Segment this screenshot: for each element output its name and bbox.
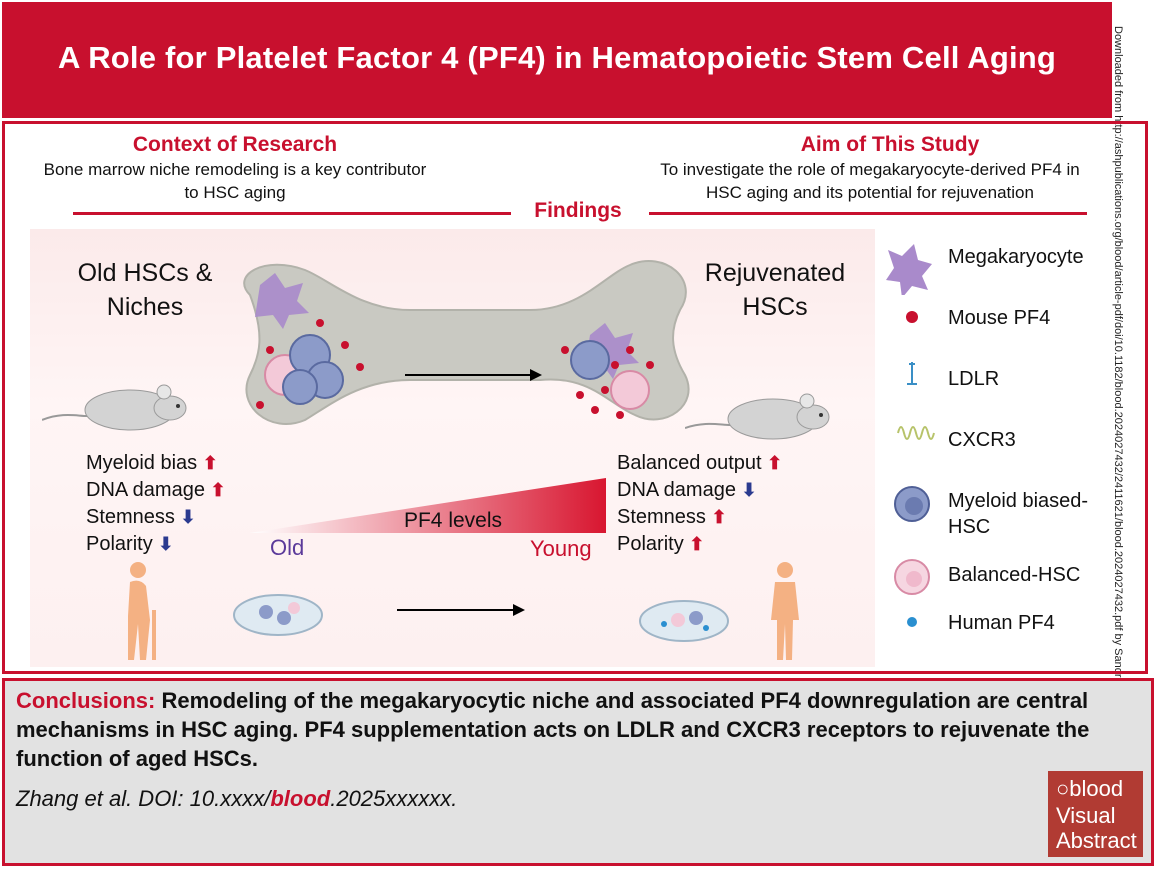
arrow-down-icon: ⬇ bbox=[741, 480, 757, 500]
conclusions-heading: Conclusions: bbox=[16, 688, 156, 713]
arrow-up-icon: ⬆ bbox=[202, 453, 218, 473]
findings-heading: Findings bbox=[534, 199, 622, 222]
citation-journal: blood bbox=[270, 786, 331, 811]
legend-mouse-pf4: Mouse PF4 bbox=[948, 307, 1051, 329]
findings-rule-right bbox=[649, 212, 1087, 215]
pf4-gradient-wedge bbox=[250, 478, 606, 533]
mouse-pf4-icon bbox=[906, 311, 918, 323]
gradient-young-label: Young bbox=[530, 536, 592, 561]
human-pf4-icon bbox=[907, 617, 917, 627]
old-panel-title-1: Old HSCs & bbox=[77, 259, 213, 287]
logo-line-1: blood bbox=[1069, 776, 1124, 801]
conclusions-box bbox=[2, 678, 1154, 866]
old-row-polarity: Polarity ⬇ bbox=[86, 533, 174, 555]
myeloid-hsc-icon bbox=[894, 486, 930, 522]
legend-myeloid-hsc-1: Myeloid biased- bbox=[948, 490, 1089, 512]
citation: Zhang et al. DOI: 10.xxxx/blood.2025xxxx… bbox=[16, 786, 457, 812]
legend-myeloid-hsc-2: HSC bbox=[948, 516, 991, 538]
young-mouse-illustration bbox=[685, 393, 830, 440]
old-niche-cells bbox=[255, 273, 364, 409]
aim-line-2: HSC aging and its potential for rejuvena… bbox=[706, 183, 1034, 202]
pf4-levels-label: PF4 levels bbox=[403, 509, 503, 532]
arrow-up-icon: ⬆ bbox=[689, 534, 705, 554]
legend-human-pf4: Human PF4 bbox=[948, 612, 1055, 634]
conclusions-paragraph: Conclusions: Remodeling of the megakaryo… bbox=[16, 686, 1126, 773]
findings-rule-left bbox=[73, 212, 511, 215]
context-line-2: to HSC aging bbox=[184, 183, 286, 202]
old-human-icon bbox=[128, 562, 156, 660]
legend: Megakaryocyte Mouse PF4 LDLR CXCR3 Myelo… bbox=[880, 232, 1110, 662]
blood-logo-drop-icon: ○ bbox=[1056, 776, 1070, 801]
old-row-myeloid-bias: Myeloid bias ⬆ bbox=[86, 452, 218, 474]
old-phenotype-list: Myeloid bias ⬆ DNA damage ⬆ Stemness ⬇ P… bbox=[86, 450, 266, 558]
context-line-1: Bone marrow niche remodeling is a key co… bbox=[43, 160, 427, 179]
arrow-up-icon: ⬆ bbox=[767, 453, 783, 473]
download-watermark-text: Downloaded from http://ashpublications.o… bbox=[1112, 26, 1124, 816]
old-row-stemness: Stemness ⬇ bbox=[86, 506, 196, 528]
legend-megakaryocyte: Megakaryocyte bbox=[948, 246, 1084, 268]
young-niche-cells bbox=[561, 323, 654, 419]
title-banner bbox=[2, 2, 1112, 118]
cxcr3-icon bbox=[897, 426, 935, 440]
old-culture-dish-icon bbox=[233, 594, 323, 636]
download-watermark: Downloaded from http://ashpublications.o… bbox=[1112, 26, 1134, 856]
findings-frame bbox=[2, 121, 1148, 674]
young-panel-title-2: HSCs bbox=[742, 293, 808, 321]
legend-ldlr: LDLR bbox=[948, 368, 1000, 390]
arrow-up-icon: ⬆ bbox=[711, 507, 727, 527]
dish-transition-arrow bbox=[397, 604, 525, 616]
citation-prefix: Zhang et al. DOI: 10.xxxx/ bbox=[16, 786, 271, 811]
old-mouse-illustration bbox=[42, 384, 187, 431]
bone-illustration bbox=[243, 260, 690, 425]
arrow-up-icon: ⬆ bbox=[210, 480, 226, 500]
young-row-dna-damage: DNA damage ⬇ bbox=[617, 479, 757, 501]
young-row-balanced-output: Balanced output ⬆ bbox=[617, 452, 783, 474]
aim-line-1: To investigate the role of megakaryocyte… bbox=[660, 160, 1080, 179]
gradient-old-label: Old bbox=[270, 535, 305, 560]
legend-balanced-hsc: Balanced-HSC bbox=[948, 564, 1081, 586]
old-row-dna-damage: DNA damage ⬆ bbox=[86, 479, 226, 501]
young-row-stemness: Stemness ⬆ bbox=[617, 506, 727, 528]
megakaryocyte-icon bbox=[886, 244, 932, 295]
balanced-hsc-icon bbox=[894, 559, 930, 595]
legend-cxcr3: CXCR3 bbox=[948, 429, 1016, 451]
young-panel-title-1: Rejuvenated bbox=[704, 259, 846, 287]
young-phenotype-list: Balanced output ⬆ DNA damage ⬇ Stemness … bbox=[617, 450, 837, 558]
aim-heading: Aim of This Study bbox=[800, 133, 980, 156]
conclusions-body: Remodeling of the megakaryocytic niche a… bbox=[16, 688, 1090, 771]
old-panel-title-2: Niches bbox=[106, 293, 184, 321]
findings-illustration-panel bbox=[30, 229, 875, 667]
logo-line-2: Visual bbox=[1056, 803, 1116, 828]
young-row-polarity: Polarity ⬆ bbox=[617, 533, 705, 555]
bone-transition-arrowhead bbox=[530, 369, 542, 381]
page-title: A Role for Platelet Factor 4 (PF4) in He… bbox=[57, 40, 1057, 75]
arrow-down-icon: ⬇ bbox=[180, 507, 196, 527]
young-human-icon bbox=[771, 562, 799, 660]
young-culture-dish-icon bbox=[639, 600, 729, 642]
citation-suffix: .2025xxxxxx. bbox=[330, 786, 458, 811]
context-heading: Context of Research bbox=[132, 133, 338, 156]
ldlr-icon bbox=[907, 362, 917, 385]
logo-line-3: Abstract bbox=[1056, 828, 1137, 853]
arrow-down-icon: ⬇ bbox=[158, 534, 174, 554]
blood-visual-abstract-logo: ○blood Visual Abstract bbox=[1048, 771, 1143, 857]
